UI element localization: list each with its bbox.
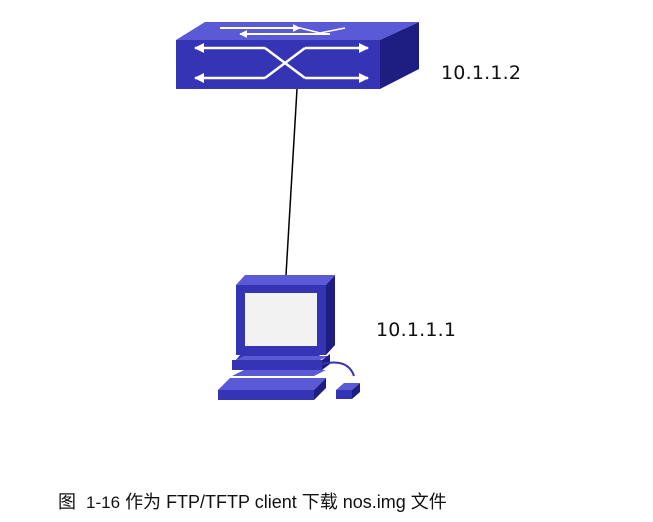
network-link	[285, 88, 298, 276]
caption-prefix: 图	[58, 492, 76, 512]
caption-figure-number: 1-16	[86, 493, 121, 512]
pc-ip-label: 10.1.1.1	[376, 319, 457, 341]
figure-caption: 图 1-16 作为 FTP/TFTP client 下载 nos.img 文件	[58, 488, 447, 514]
switch-icon	[176, 22, 419, 89]
caption-text: 作为 FTP/TFTP client 下载 nos.img 文件	[125, 492, 447, 512]
computer-icon	[218, 275, 360, 400]
switch-ip-label: 10.1.1.2	[441, 62, 522, 84]
